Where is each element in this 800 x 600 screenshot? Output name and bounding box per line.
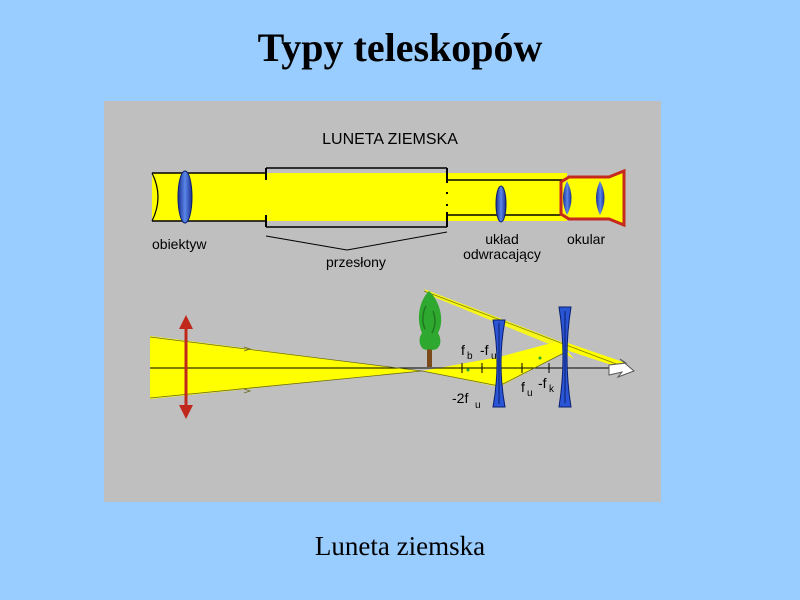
focal-marks — [461, 356, 550, 373]
label-diaphragms: przesłony — [326, 254, 386, 270]
svg-text:-2f: -2f — [452, 390, 468, 406]
svg-text:-f: -f — [480, 342, 489, 358]
diaphragm-pointer — [265, 231, 448, 251]
label-eyepiece: okular — [567, 231, 605, 247]
exit-arrow — [608, 358, 635, 379]
label-minus-2fu: -2f u — [452, 390, 481, 411]
svg-text:k: k — [549, 384, 555, 395]
label-fu-fk: f u -f k — [521, 375, 555, 399]
label-fb-fu: f b -f u — [461, 342, 497, 362]
label-inverting-2: odwracający — [463, 246, 541, 262]
objective-arrow — [179, 315, 193, 419]
inverting-lens-ray — [492, 319, 506, 408]
eyepiece — [559, 168, 626, 228]
svg-text:-f: -f — [538, 375, 547, 391]
label-objective: obiektyw — [152, 236, 207, 252]
objective-lens — [177, 170, 193, 224]
ray-lines — [149, 336, 565, 399]
svg-text:f: f — [461, 342, 465, 358]
diagram-heading: LUNETA ZIEMSKA — [322, 131, 458, 148]
svg-text:b: b — [467, 351, 473, 362]
svg-text:f: f — [521, 379, 525, 395]
eyepiece-lens-ray — [558, 306, 572, 408]
tree-icon — [418, 291, 442, 367]
telescope-diagram: LUNETA ZIEMSKA obiektyw p — [104, 101, 661, 502]
diagram-panel — [104, 101, 661, 502]
svg-text:u: u — [527, 388, 533, 399]
slide-caption: Luneta ziemska — [314, 531, 486, 561]
svg-text:u: u — [491, 351, 497, 362]
inverting-lens — [495, 185, 507, 223]
label-inverting-1: układ — [485, 231, 518, 247]
slide-title: Typy teleskopów — [257, 25, 543, 70]
svg-text:u: u — [475, 400, 481, 411]
